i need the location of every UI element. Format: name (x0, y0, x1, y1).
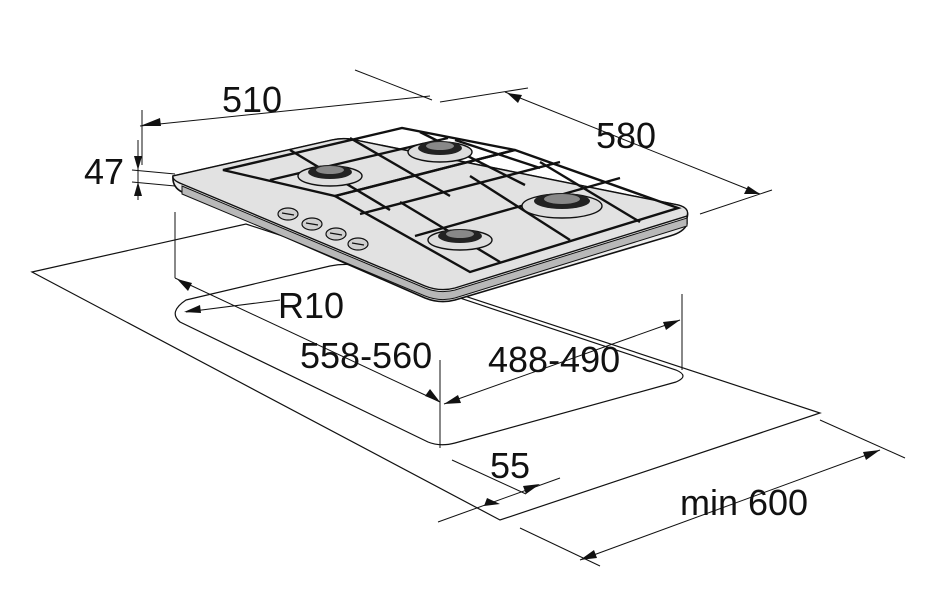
dim-label-55: 55 (490, 445, 530, 486)
dim-height: 47 (84, 140, 176, 200)
dim-min-worktop: min 600 (519, 419, 906, 567)
burner-rear-right (407, 141, 473, 163)
dim-label-min-600: min 600 (680, 482, 808, 523)
dim-label-510: 510 (222, 79, 282, 120)
dim-label-r10: R10 (278, 285, 344, 326)
burner-front-left (427, 229, 493, 251)
control-knobs (277, 207, 369, 251)
dim-depth-top: 580 (439, 87, 773, 215)
dim-edge-offset: 55 (437, 445, 561, 523)
dim-cutout-depth: 488-490 (443, 294, 683, 405)
dim-cutout-width: 558-560 (174, 212, 441, 448)
dim-label-47: 47 (84, 151, 124, 192)
dim-corner-radius: R10 (184, 285, 344, 326)
dim-width-top: 510 (139, 69, 433, 165)
dim-label-558-560: 558-560 (300, 335, 432, 376)
knob-2 (301, 217, 323, 231)
dim-label-488-490: 488-490 (488, 339, 620, 380)
burner-front-right (521, 193, 603, 219)
dim-label-580: 580 (596, 115, 656, 156)
knob-4 (347, 237, 369, 251)
knob-3 (325, 227, 347, 241)
burner-rear-left (297, 165, 363, 187)
knob-1 (277, 207, 299, 221)
